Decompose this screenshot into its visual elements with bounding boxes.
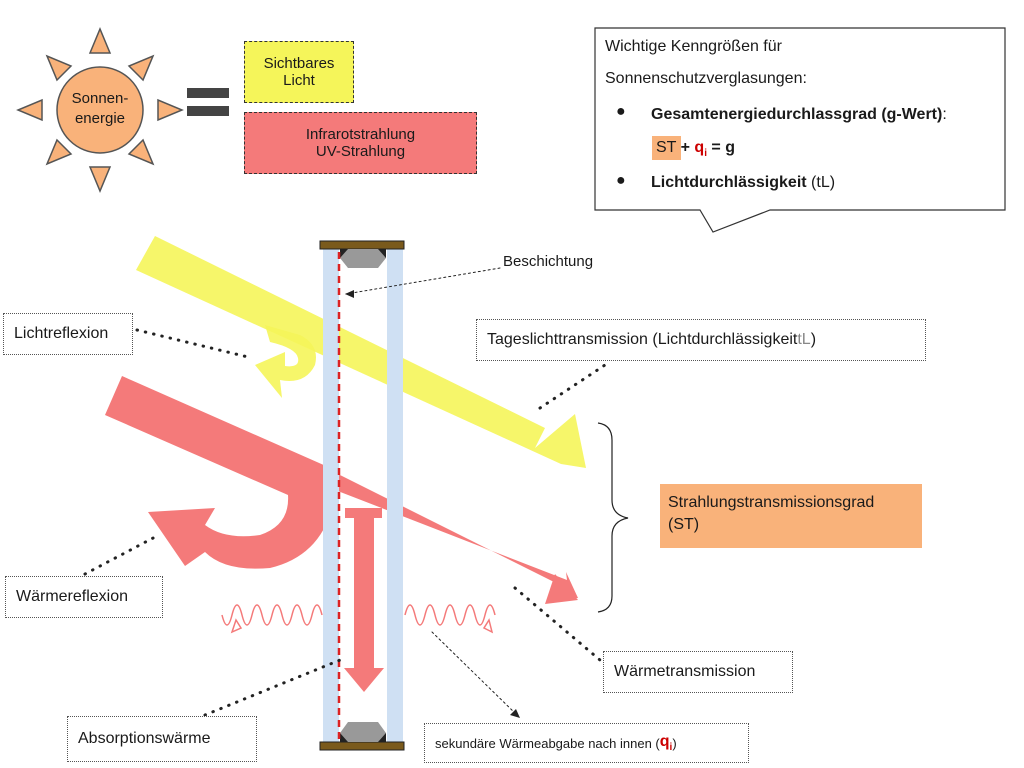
label-waermereflexion: Wärmereflexion — [5, 576, 163, 618]
frame-top — [319, 240, 405, 250]
heat-reflection-arrow — [105, 376, 335, 569]
formula-q: qi — [694, 139, 707, 160]
spacer-bottom — [340, 722, 386, 742]
infrared-line2: UV-Strahlung — [315, 143, 406, 160]
light-transmission-arrow — [136, 236, 586, 468]
label-waermetransmission-text: Wärmetransmission — [614, 663, 756, 680]
label-lichtreflexion-text: Lichtreflexion — [14, 325, 109, 342]
callout-item2: Lichtdurchlässigkeit (tL) — [651, 173, 835, 193]
glass-pane-inner — [387, 248, 403, 743]
visible-light-line1: Sichtbares — [263, 55, 335, 72]
label-waermereflexion-text: Wärmereflexion — [16, 588, 129, 605]
bullet-icon: ● — [616, 103, 626, 120]
absorption-arrow — [344, 508, 384, 692]
visible-light-line2: Licht — [283, 72, 315, 89]
label-st-line2: (ST) — [668, 516, 700, 533]
label-sekundaer-q: qi — [659, 732, 673, 754]
heat-transmission-arrowhead — [545, 574, 578, 604]
label-beschichtung: Beschichtung — [503, 253, 594, 270]
callout-line2: Sonnenschutzverglasungen: — [605, 70, 807, 87]
callout-item1-bold: Gesamtenergiedurchlassgrad (g-Wert) — [651, 106, 943, 123]
label-tageslicht-tl: tL — [797, 331, 811, 348]
sun-label-line2: energie — [74, 110, 126, 127]
secondary-heat-wave-left — [221, 604, 323, 626]
bullet-icon: ● — [616, 172, 626, 189]
formula-st: ST — [656, 139, 677, 156]
label-tageslichttransmission: Tageslichttransmission (Lichtdurchlässig… — [476, 319, 926, 361]
label-strahlungstransmissionsgrad: Strahlungstransmissionsgrad (ST) — [660, 484, 922, 548]
formula-eq: = g — [711, 139, 735, 156]
label-sekundaer-pre: sekundäre Wärmeabgabe nach innen ( — [435, 735, 660, 751]
label-absorption-text: Absorptionswärme — [78, 730, 211, 747]
sun-label-line1: Sonnen- — [71, 90, 129, 107]
label-lichtreflexion: Lichtreflexion — [3, 313, 133, 355]
secondary-heat-wave-right — [404, 604, 496, 626]
callout-formula: ST + qi = g — [656, 138, 735, 164]
label-sekundaere-waermeabgabe: sekundäre Wärmeabgabe nach innen (qi) — [424, 723, 749, 763]
callout-item1: Gesamtenergiedurchlassgrad (g-Wert): — [651, 105, 947, 125]
callout-line1: Wichtige Kenngrößen für — [605, 38, 782, 55]
infrared-line1: Infrarotstrahlung — [305, 126, 416, 143]
frame-bottom — [319, 741, 405, 751]
equals-icon — [187, 88, 229, 116]
st-brace — [597, 422, 629, 613]
sun-icon — [16, 27, 184, 193]
callout-item1-colon: : — [942, 106, 947, 123]
light-reflection-arrow — [255, 325, 316, 398]
callout-box — [594, 27, 1006, 233]
sun-label: Sonnen- energie — [60, 89, 140, 129]
label-waermetransmission: Wärmetransmission — [603, 651, 793, 693]
spacer-top — [340, 249, 386, 268]
callout-item2-rest: (tL) — [806, 174, 836, 191]
label-tageslicht-post: ) — [810, 331, 817, 348]
label-tageslicht-pre: Tageslichttransmission (Lichtdurchlässig… — [487, 331, 798, 348]
label-sekundaer-post: ) — [672, 735, 677, 751]
label-st-line1: Strahlungstransmissionsgrad — [668, 494, 875, 511]
infrared-box: Infrarotstrahlung UV-Strahlung — [244, 112, 477, 174]
glass-pane-outer — [323, 248, 339, 743]
visible-light-box: Sichtbares Licht — [244, 41, 354, 103]
callout-item2-bold: Lichtdurchlässigkeit — [651, 174, 807, 191]
formula-plus: + — [680, 139, 690, 156]
formula-st-highlight — [652, 136, 681, 160]
label-absorptionswaerme: Absorptionswärme — [67, 716, 257, 762]
